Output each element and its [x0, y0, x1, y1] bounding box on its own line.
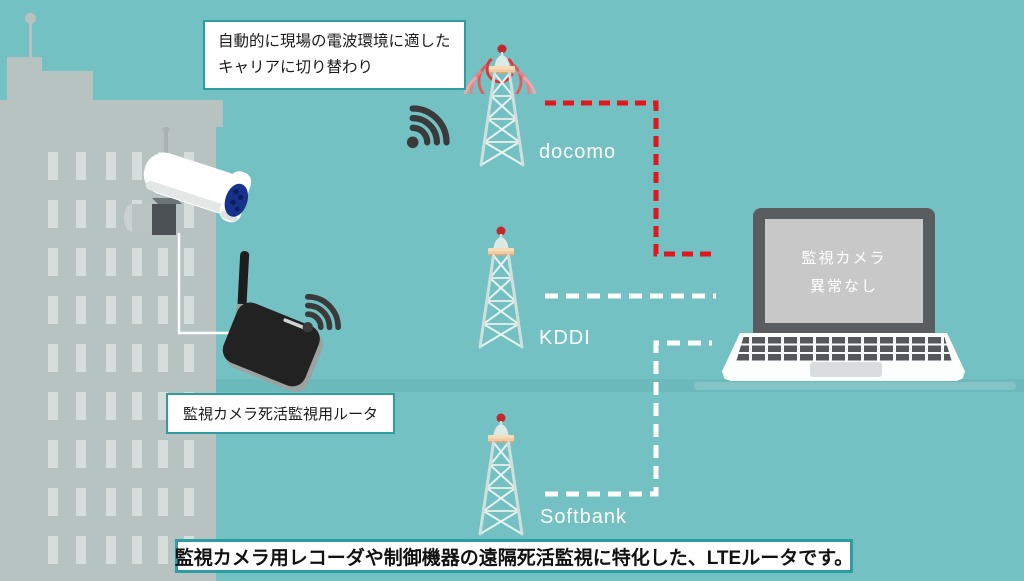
callout-carrier-switch: 自動的に現場の電波環境に適した キャリアに切り替わり [203, 20, 466, 90]
carrier-label-docomo: docomo [539, 141, 617, 163]
laptop-keyboard [736, 337, 952, 362]
building-antenna-pole [29, 22, 32, 58]
lte-router [222, 251, 323, 392]
camera-router-cable [177, 233, 230, 335]
surveillance-camera [124, 127, 252, 235]
building-antenna-ball [25, 13, 36, 24]
callout-router-label-text: 監視カメラ死活監視用ルータ [183, 406, 379, 423]
carrier-label-softbank: Softbank [540, 506, 627, 528]
laptop-trackpad [810, 362, 882, 377]
laptop-screen-status-line2: 異常なし [809, 277, 878, 295]
callout-carrier-switch-line1: 自動的に現場の電波環境に適した [218, 33, 451, 50]
laptop-shadow [694, 382, 1016, 390]
building-windows [184, 152, 194, 581]
building-windows [48, 152, 58, 581]
ground-shadow-band [216, 379, 1024, 392]
bottom-banner-text: 監視カメラ用レコーダや制御機器の遠隔死活監視に特化した、LTEルータです。 [174, 547, 854, 569]
camera-body [143, 152, 252, 223]
building-windows [158, 152, 168, 581]
callout-carrier-switch-line2: キャリアに切り替わり [218, 59, 374, 76]
laptop-screen: 監視カメラ 異常なし [765, 219, 923, 323]
camera-antenna [164, 130, 168, 168]
connection-line-docomo [545, 100, 712, 257]
building-ledge [216, 100, 223, 127]
building-roofbox-a [7, 57, 42, 102]
laptop-screen-status-line1: 監視カメラ [801, 249, 887, 267]
building-windows [76, 152, 86, 581]
tower-softbank [478, 412, 524, 536]
laptop-screen-bezel: 監視カメラ 異常なし [753, 208, 935, 334]
router-antenna [237, 251, 250, 310]
camera-bracket [152, 198, 182, 204]
bottom-banner: 監視カメラ用レコーダや制御機器の遠隔死活監視に特化した、LTEルータです。 [175, 539, 853, 573]
tower-docomo [479, 43, 525, 167]
callout-router-label: 監視カメラ死活監視用ルータ [166, 393, 396, 434]
tower-kddi [478, 225, 524, 349]
building-windows [132, 152, 142, 581]
camera-lens [224, 183, 249, 217]
building-windows [106, 152, 116, 581]
building-roofbox-b [42, 71, 93, 102]
connection-line-softbank [545, 340, 712, 497]
wifi-signal-router-icon [300, 283, 352, 335]
carrier-label-kddi: KDDI [539, 327, 591, 349]
wifi-signal-camera-icon [402, 93, 464, 151]
